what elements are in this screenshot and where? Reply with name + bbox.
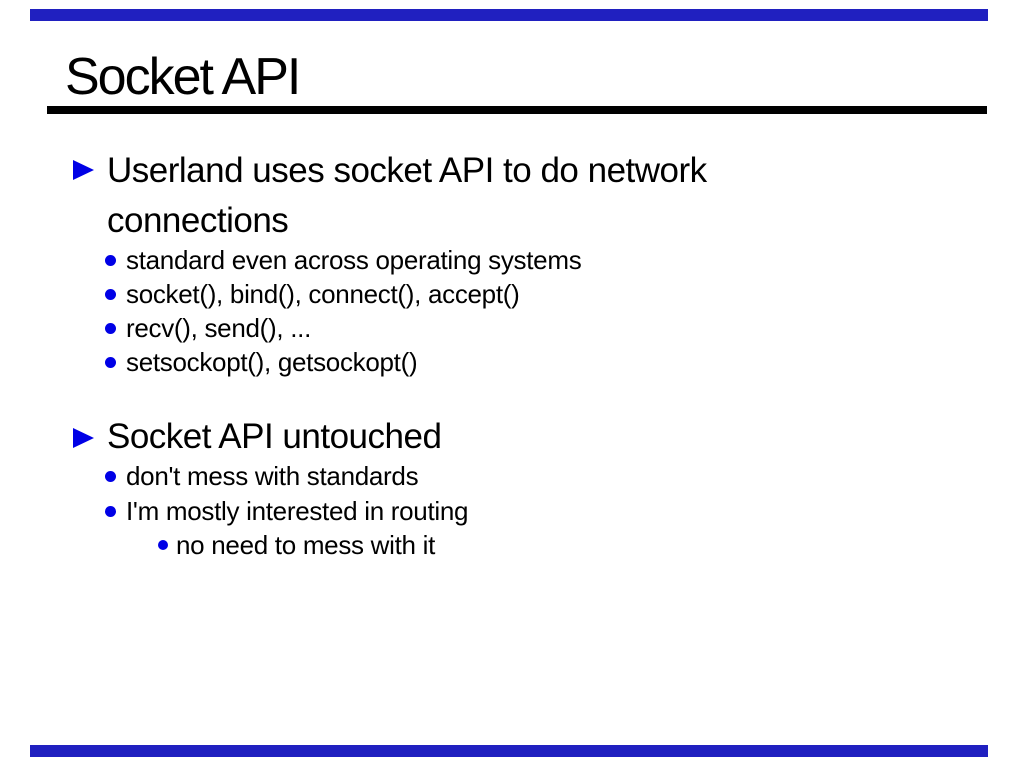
list-item: setsockopt(), getsockopt() [105, 345, 418, 379]
list-item-text: recv(), send(), ... [126, 312, 311, 343]
list-item: no need to mess with it [158, 528, 435, 562]
bullet-heading: Userland uses socket API to do network c… [107, 146, 707, 246]
list-item: don't mess with standards [105, 459, 419, 493]
list-item: I'm mostly interested in routing [105, 494, 468, 528]
heading-line: Userland uses socket API to do network [107, 151, 707, 190]
list-item-text: don't mess with standards [126, 460, 419, 491]
top-border-bar [30, 9, 988, 21]
triangle-bullet-icon [73, 428, 94, 448]
bullet-heading: Socket API untouched [107, 412, 442, 462]
dot-icon [105, 254, 116, 266]
list-item-text: no need to mess with it [176, 529, 436, 560]
page-title: Socket API [65, 48, 301, 110]
heading-line: connections [107, 201, 289, 240]
dot-icon [105, 356, 116, 368]
dot-icon [105, 505, 116, 517]
dot-icon [105, 470, 116, 482]
list-item-text: I'm mostly interested in routing [126, 495, 469, 526]
triangle-bullet-icon [73, 160, 94, 180]
list-item-text: standard even across operating systems [126, 244, 582, 275]
bottom-border-bar [30, 745, 988, 757]
dot-icon [105, 322, 116, 334]
page-title-text: Socket API [65, 48, 301, 110]
list-item: standard even across operating systems [105, 243, 582, 277]
heading-line: Socket API untouched [107, 417, 442, 456]
dot-icon [158, 540, 168, 550]
dot-icon [105, 288, 116, 300]
list-item: recv(), send(), ... [105, 311, 311, 345]
list-item-text: setsockopt(), getsockopt() [126, 346, 418, 377]
list-item: socket(), bind(), connect(), accept() [105, 277, 520, 311]
list-item-text: socket(), bind(), connect(), accept() [126, 278, 520, 309]
title-rule [47, 106, 987, 114]
